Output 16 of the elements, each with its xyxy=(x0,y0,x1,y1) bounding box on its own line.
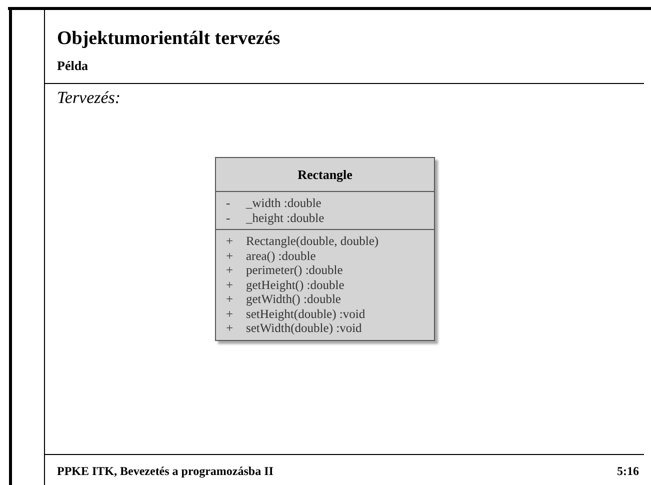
class-name: Rectangle xyxy=(216,158,434,192)
member-text: + setHeight(double) :void xyxy=(226,306,366,321)
member-text: + Rectangle(double, double) xyxy=(226,234,380,248)
member-text: + setWidth(double) :void xyxy=(226,321,363,336)
footer-text: PPKE ITK, Bevezetés a programozásba II xyxy=(57,464,274,479)
member-text: + getWidth() :double xyxy=(226,292,342,306)
class-box xyxy=(215,157,435,340)
member-text: + getHeight() :double xyxy=(226,278,346,292)
member-text: + perimeter() :double xyxy=(226,263,344,278)
member-text: - _width :double xyxy=(226,196,322,210)
subtitle: Példa xyxy=(57,58,88,74)
member-text: - _height :double xyxy=(226,210,326,225)
page-number: 5:16 xyxy=(617,464,639,479)
section-heading: Tervezés: xyxy=(57,88,121,108)
member-text: + area() :double xyxy=(226,248,317,263)
slide-title: Objektumorientált tervezés xyxy=(57,28,280,50)
